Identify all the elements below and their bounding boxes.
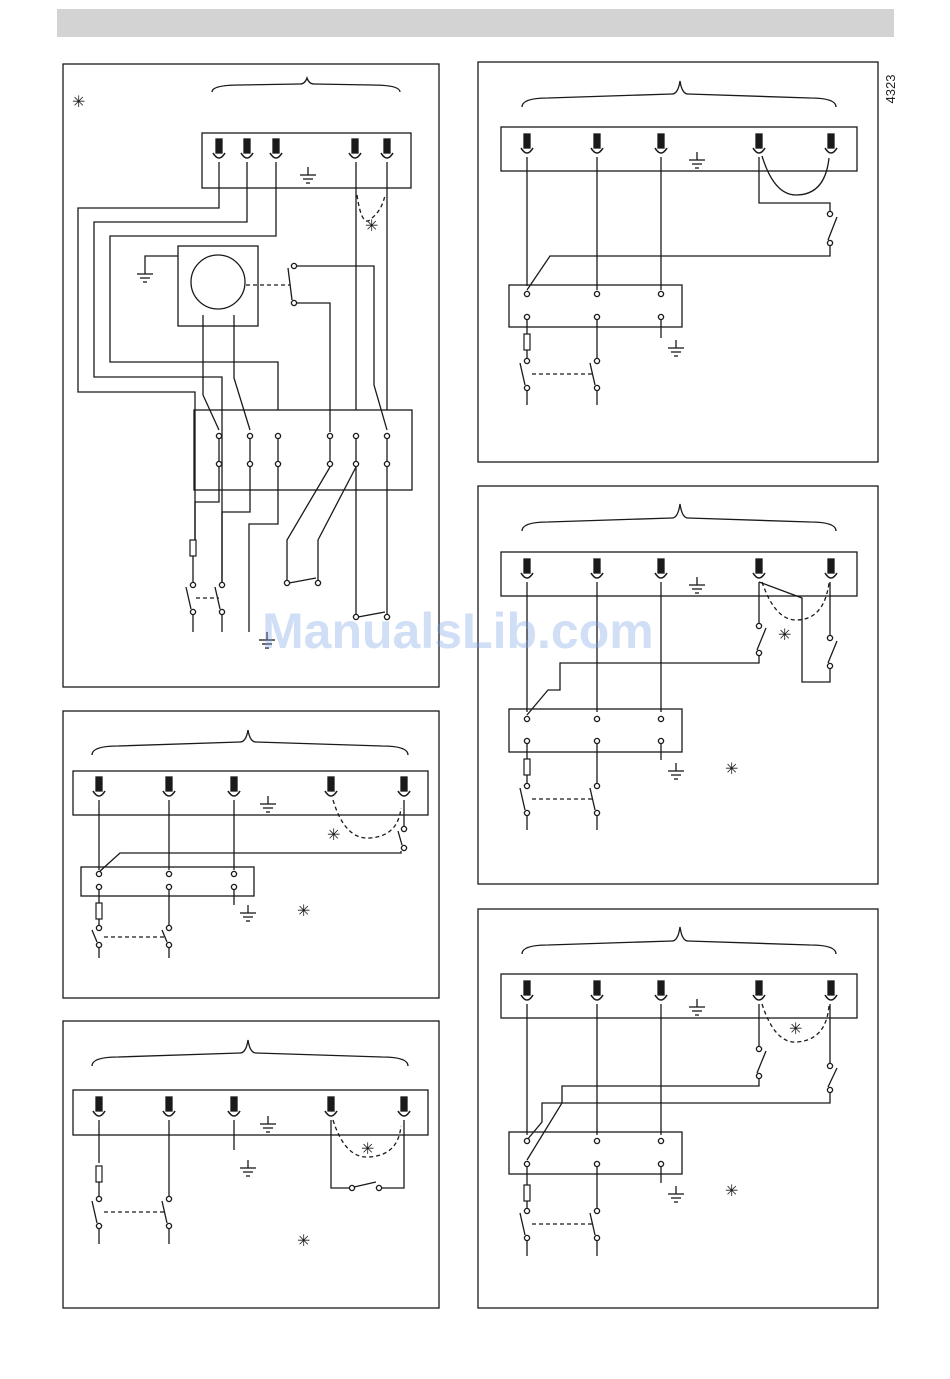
wiring-diagram-bottom-left-b — [63, 1021, 439, 1308]
asterisk-symbol: ✳ — [365, 216, 378, 235]
asterisk-symbol: ✳ — [725, 1181, 738, 1200]
asterisk-symbol: ✳ — [778, 625, 791, 644]
asterisk-symbol: ✳ — [725, 759, 738, 778]
watermark: ManualsLib.com — [262, 602, 654, 660]
asterisk-symbol: ✳ — [72, 92, 85, 111]
wiring-diagram-bottom-right — [478, 909, 878, 1308]
wiring-diagram-main — [63, 64, 439, 687]
wiring-diagram-middle-right — [478, 486, 878, 884]
asterisk-symbol: ✳ — [327, 825, 340, 844]
asterisk-symbol: ✳ — [297, 901, 310, 920]
wiring-diagram-bottom-left-a — [63, 711, 439, 998]
asterisk-symbol: ✳ — [361, 1139, 374, 1158]
asterisk-symbol: ✳ — [297, 1231, 310, 1250]
asterisk-symbol: ✳ — [789, 1019, 802, 1038]
wiring-diagram-top-right — [478, 62, 878, 462]
